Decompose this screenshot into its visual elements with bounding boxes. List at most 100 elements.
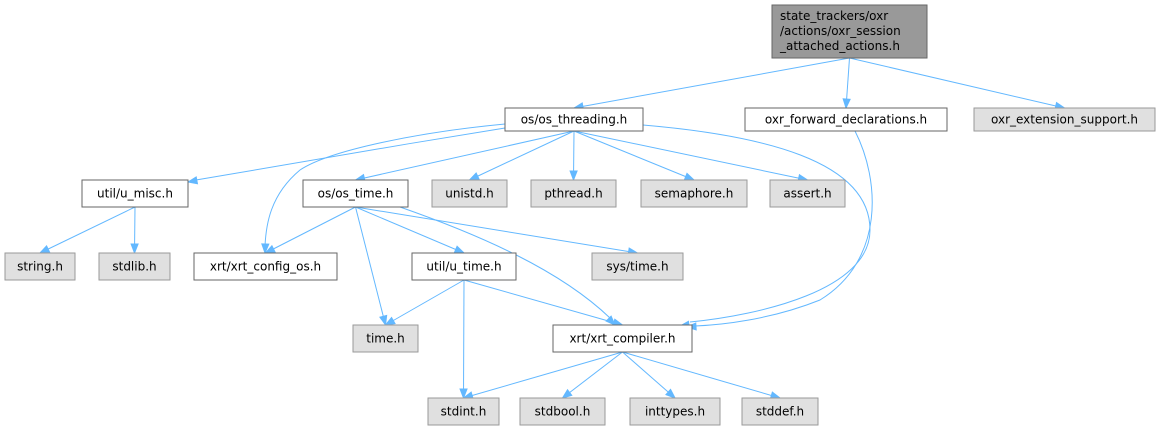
arrowhead [130, 243, 139, 255]
edge-u_time-to-xrt_compiler [463, 279, 624, 327]
edge-xrt_compiler-to-stdbool [561, 351, 623, 399]
edge-u_time-to-stdint [459, 279, 468, 400]
node-oxr_forward[interactable]: oxr_forward_declarations.h [744, 107, 948, 132]
node-semaphore[interactable]: semaphore.h [640, 179, 748, 208]
node-box [769, 179, 846, 208]
node-box [629, 397, 721, 426]
node-label: /actions/oxr_session [780, 24, 901, 38]
edge-line [469, 130, 575, 181]
arrowhead [561, 388, 573, 399]
edge-line [385, 279, 465, 326]
edge-line [264, 123, 506, 247]
node-label: stddef.h [756, 405, 804, 419]
node-unistd[interactable]: unistd.h [431, 179, 508, 208]
node-string[interactable]: string.h [4, 252, 76, 281]
edge-os_threading-to-xrt_compiler [642, 124, 871, 329]
node-box [352, 324, 419, 353]
edge-os_threading-to-semaphore [573, 130, 696, 181]
node-u_misc[interactable]: util/u_misc.h [81, 179, 189, 208]
node-pthread[interactable]: pthread.h [530, 179, 617, 208]
arrowhead [459, 388, 468, 400]
node-xrt_config_os[interactable]: xrt/xrt_config_os.h [193, 252, 338, 281]
edge-line [573, 57, 850, 109]
nodes: state_trackers/oxr/actions/oxr_session_a… [4, 4, 1156, 426]
node-sys_time[interactable]: sys/time.h [591, 252, 684, 281]
node-box [552, 324, 693, 353]
edge-os_time-to-sys_time [355, 206, 639, 256]
node-box [519, 397, 606, 426]
edge-u_misc-to-stdlib [130, 206, 139, 255]
node-box [302, 179, 409, 208]
edge-os_threading-to-xrt_config_os [261, 123, 506, 255]
node-box [504, 107, 644, 132]
node-stdlib[interactable]: stdlib.h [98, 252, 171, 281]
edge-xrt_compiler-to-inttypes [622, 351, 677, 399]
edge-os_threading-to-pthread [569, 130, 578, 182]
edge-os_time-to-xrt_config_os [264, 206, 356, 254]
edge-u_misc-to-string [38, 206, 136, 254]
edge-line [463, 351, 623, 399]
arrowhead [261, 243, 270, 255]
edge-os_time-to-time [355, 206, 388, 327]
node-box [741, 397, 819, 426]
arrowhead [842, 98, 851, 110]
node-label: stdbool.h [535, 405, 591, 419]
edge-line [463, 279, 623, 326]
edge-xrt_compiler-to-stdint [462, 351, 623, 400]
edge-line [355, 206, 465, 254]
node-label: time.h [366, 332, 405, 346]
node-label: string.h [17, 260, 63, 274]
edge-line [39, 206, 136, 254]
edge-line [622, 351, 676, 399]
node-xrt_compiler[interactable]: xrt/xrt_compiler.h [552, 324, 693, 353]
edge-root-to-oxr_ext [849, 57, 1066, 110]
edge-os_threading-to-u_misc [186, 127, 506, 185]
edge-line [355, 206, 638, 254]
arrowhead [665, 388, 677, 399]
arrowhead [569, 170, 578, 182]
node-label: state_trackers/oxr [780, 9, 888, 23]
node-oxr_ext[interactable]: oxr_extension_support.h [973, 107, 1156, 132]
node-inttypes[interactable]: inttypes.h [629, 397, 721, 426]
node-os_time[interactable]: os/os_time.h [302, 179, 409, 208]
node-label: os/os_threading.h [521, 113, 628, 127]
node-label: xrt/xrt_compiler.h [569, 332, 675, 346]
edge-os_threading-to-os_time [354, 130, 575, 183]
edge-line [355, 130, 575, 181]
node-label: pthread.h [544, 187, 602, 201]
arrowhead [605, 315, 616, 326]
edge-line [694, 130, 873, 327]
edge-line [562, 351, 623, 399]
edge-os_threading-to-unistd [468, 130, 575, 181]
node-assert[interactable]: assert.h [769, 179, 846, 208]
node-time[interactable]: time.h [352, 324, 419, 353]
node-root[interactable]: state_trackers/oxr/actions/oxr_session_a… [771, 4, 928, 59]
node-u_time[interactable]: util/u_time.h [411, 252, 517, 281]
arrowhead [384, 316, 396, 326]
edge-root-to-os_threading [572, 57, 850, 111]
node-box [771, 4, 928, 59]
edge-os_time-to-u_time [355, 206, 466, 254]
node-label: oxr_forward_declarations.h [765, 113, 927, 127]
edge-line [573, 130, 695, 181]
edge-line [195, 127, 506, 181]
node-box [4, 252, 76, 281]
node-label: unistd.h [445, 187, 494, 201]
node-box [81, 179, 189, 208]
arrowhead [379, 314, 388, 327]
node-os_threading[interactable]: os/os_threading.h [504, 107, 644, 132]
node-label: assert.h [783, 187, 831, 201]
edge-u_time-to-time [384, 279, 465, 326]
edge-line [463, 279, 465, 399]
node-label: util/u_time.h [426, 260, 501, 274]
edge-line [622, 351, 781, 399]
node-box [591, 252, 684, 281]
node-stddef[interactable]: stddef.h [741, 397, 819, 426]
node-box [530, 179, 617, 208]
node-box [98, 252, 171, 281]
node-label: util/u_misc.h [97, 187, 173, 201]
node-stdbool[interactable]: stdbool.h [519, 397, 606, 426]
node-label: semaphore.h [655, 187, 734, 201]
node-stdint[interactable]: stdint.h [427, 397, 500, 426]
